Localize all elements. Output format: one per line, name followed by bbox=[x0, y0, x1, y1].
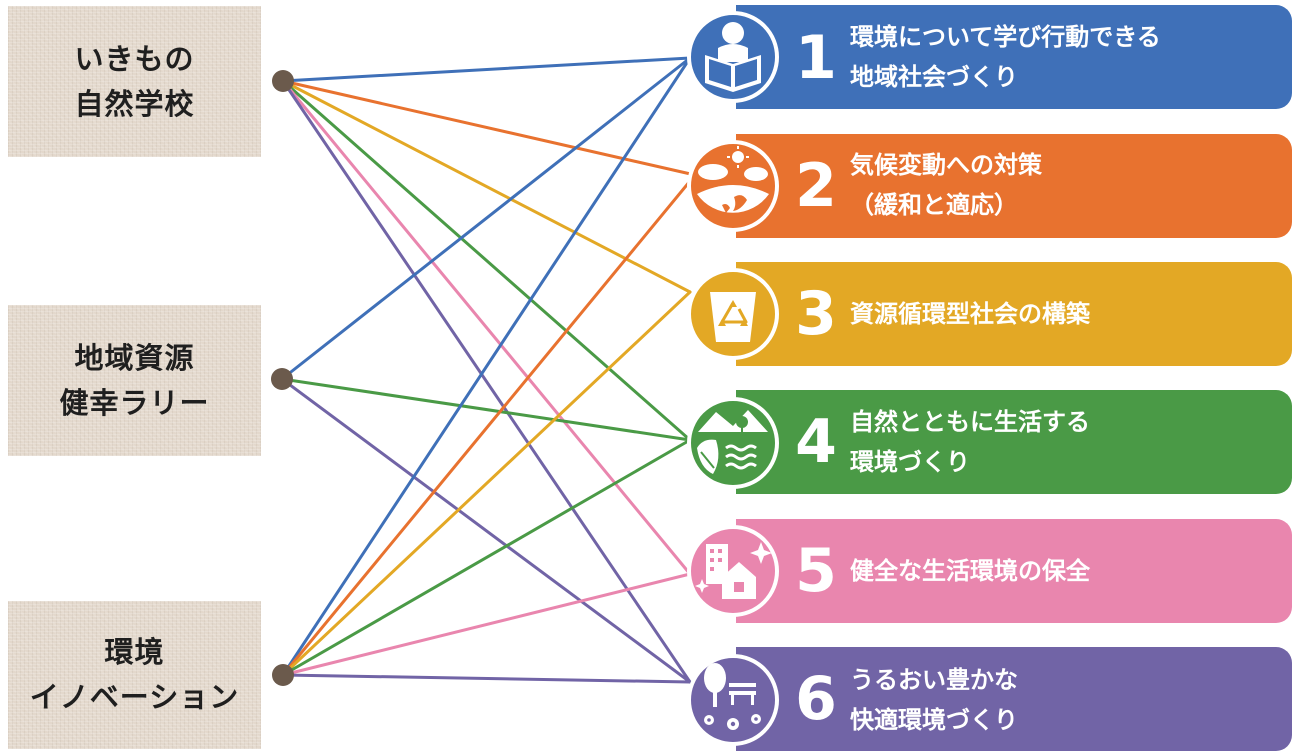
connector-program1-goal3 bbox=[281, 79, 692, 294]
connector-program1-goal2 bbox=[281, 79, 697, 177]
climate-earth-sun-icon bbox=[687, 140, 779, 232]
program-label-line2: イノベーション bbox=[29, 680, 240, 714]
program-label-line2: 自然学校 bbox=[74, 86, 195, 121]
connector-program1-goal1 bbox=[281, 56, 692, 83]
program-label-chiiki: 地域資源 健幸ラリー bbox=[59, 336, 209, 426]
program-node-ikimono bbox=[272, 70, 294, 92]
goal-text-line2: 環境づくり bbox=[850, 448, 970, 476]
program-label-ikimono: いきもの 自然学校 bbox=[74, 37, 194, 127]
program-node-kankyo bbox=[272, 664, 294, 686]
goal-number-6: 6 bbox=[795, 664, 837, 734]
goal-text-line1: 健全な生活環境の保全 bbox=[850, 557, 1090, 585]
goal-text-line1: 環境について学び行動できる bbox=[850, 23, 1161, 51]
connector-program3-goal3 bbox=[281, 290, 692, 677]
connector-program3-goal4 bbox=[281, 438, 692, 677]
goal-banner-6 bbox=[736, 647, 1292, 751]
goal-text-line2: 地域社会づくり bbox=[850, 63, 1018, 91]
goal-number-1: 1 bbox=[795, 23, 837, 93]
connector-program2-goal6 bbox=[280, 377, 692, 684]
program-label-line1: いきもの bbox=[74, 41, 195, 76]
goal-banner-5 bbox=[736, 519, 1292, 623]
goal-banner-2 bbox=[736, 134, 1292, 238]
recycle-bin-icon bbox=[687, 268, 779, 360]
program-box-ikimono: いきもの 自然学校 bbox=[8, 6, 261, 157]
program-label-line1: 地域資源 bbox=[74, 340, 195, 375]
program-label-kankyo: 環境 イノベーション bbox=[30, 630, 239, 720]
goal-text-line1: 資源循環型社会の構築 bbox=[850, 300, 1090, 328]
goal-text-6: うるおい豊かな 快適環境づくり bbox=[850, 660, 1018, 740]
goal-number-3: 3 bbox=[795, 279, 837, 349]
connector-program1-goal6 bbox=[281, 79, 692, 684]
connector-program3-goal6 bbox=[281, 673, 692, 684]
goal-text-5: 健全な生活環境の保全 bbox=[850, 551, 1090, 591]
connector-program3-goal5 bbox=[281, 572, 692, 677]
goal-text-4: 自然とともに生活する 環境づくり bbox=[850, 402, 1090, 482]
connector-program2-goal1 bbox=[280, 56, 692, 381]
program-box-chiiki: 地域資源 健幸ラリー bbox=[8, 305, 261, 456]
goal-text-1: 環境について学び行動できる 地域社会づくり bbox=[850, 17, 1161, 97]
goal-text-line1: 気候変動への対策 bbox=[850, 151, 1042, 179]
goal-banner-3 bbox=[736, 262, 1292, 366]
connector-program1-goal5 bbox=[281, 79, 692, 576]
connector-lines bbox=[280, 56, 697, 684]
goal-text-line1: 自然とともに生活する bbox=[850, 408, 1090, 436]
person-reading-book-icon bbox=[687, 11, 779, 103]
connector-program2-goal4 bbox=[280, 377, 692, 442]
program-node-chiiki bbox=[271, 368, 293, 390]
nature-leaf-water-icon bbox=[687, 397, 779, 489]
tree-bench-flowers-icon bbox=[687, 654, 779, 746]
connector-program3-goal2 bbox=[281, 173, 697, 677]
goal-number-4: 4 bbox=[795, 407, 837, 477]
goal-text-line2: 快適環境づくり bbox=[850, 706, 1018, 734]
goal-banner-4 bbox=[736, 390, 1292, 494]
goal-banner-1 bbox=[736, 5, 1292, 109]
goal-number-5: 5 bbox=[795, 536, 837, 606]
city-house-sparkle-icon bbox=[687, 525, 779, 617]
program-label-line2: 健幸ラリー bbox=[59, 385, 210, 420]
program-box-kankyo: 環境 イノベーション bbox=[8, 601, 261, 749]
goal-text-2: 気候変動への対策 （緩和と適応） bbox=[850, 145, 1042, 225]
program-label-line1: 環境 bbox=[104, 635, 165, 669]
connector-program3-goal1 bbox=[281, 56, 692, 677]
goal-text-line2: （緩和と適応） bbox=[850, 191, 1018, 219]
goal-text-3: 資源循環型社会の構築 bbox=[850, 294, 1090, 334]
goal-number-2: 2 bbox=[795, 151, 837, 221]
goal-text-line1: うるおい豊かな bbox=[850, 666, 1018, 694]
connector-program1-goal4 bbox=[281, 79, 692, 442]
